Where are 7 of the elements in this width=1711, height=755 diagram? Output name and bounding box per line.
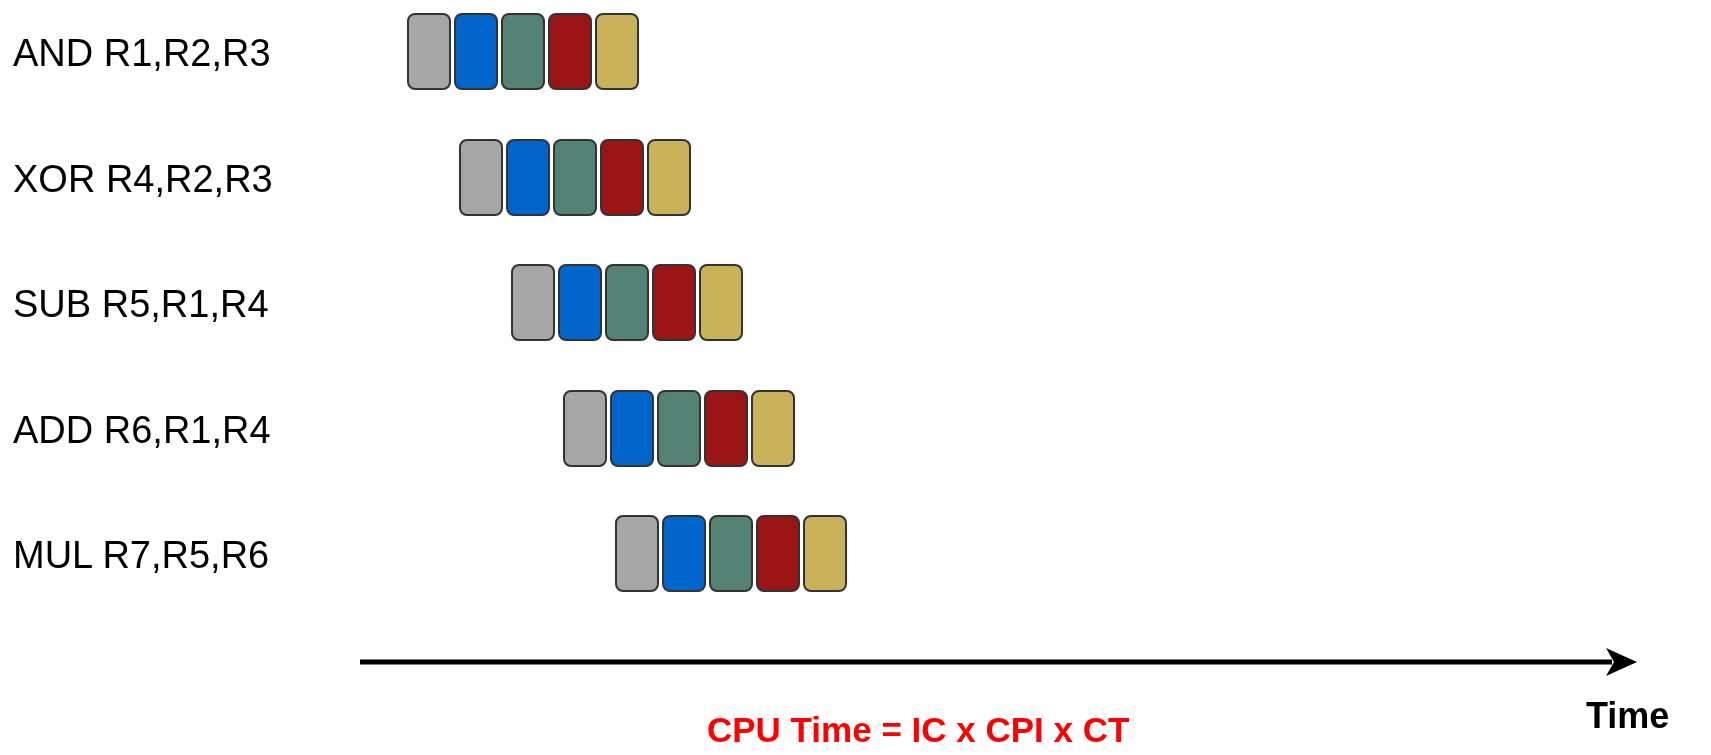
instruction-text: SUB R5,R1,R4 [13, 285, 269, 323]
instruction-text: XOR R4,R2,R3 [13, 159, 273, 198]
axis-label: Time [1586, 698, 1670, 734]
instruction-text: AND R1,R2,R3 [13, 34, 271, 72]
instruction-text: ADD R6,R1,R4 [13, 410, 271, 449]
formula-text: CPU Time = IC x CPI x CT [707, 712, 1130, 747]
instruction-text: MUL R7,R5,R6 [13, 536, 270, 574]
